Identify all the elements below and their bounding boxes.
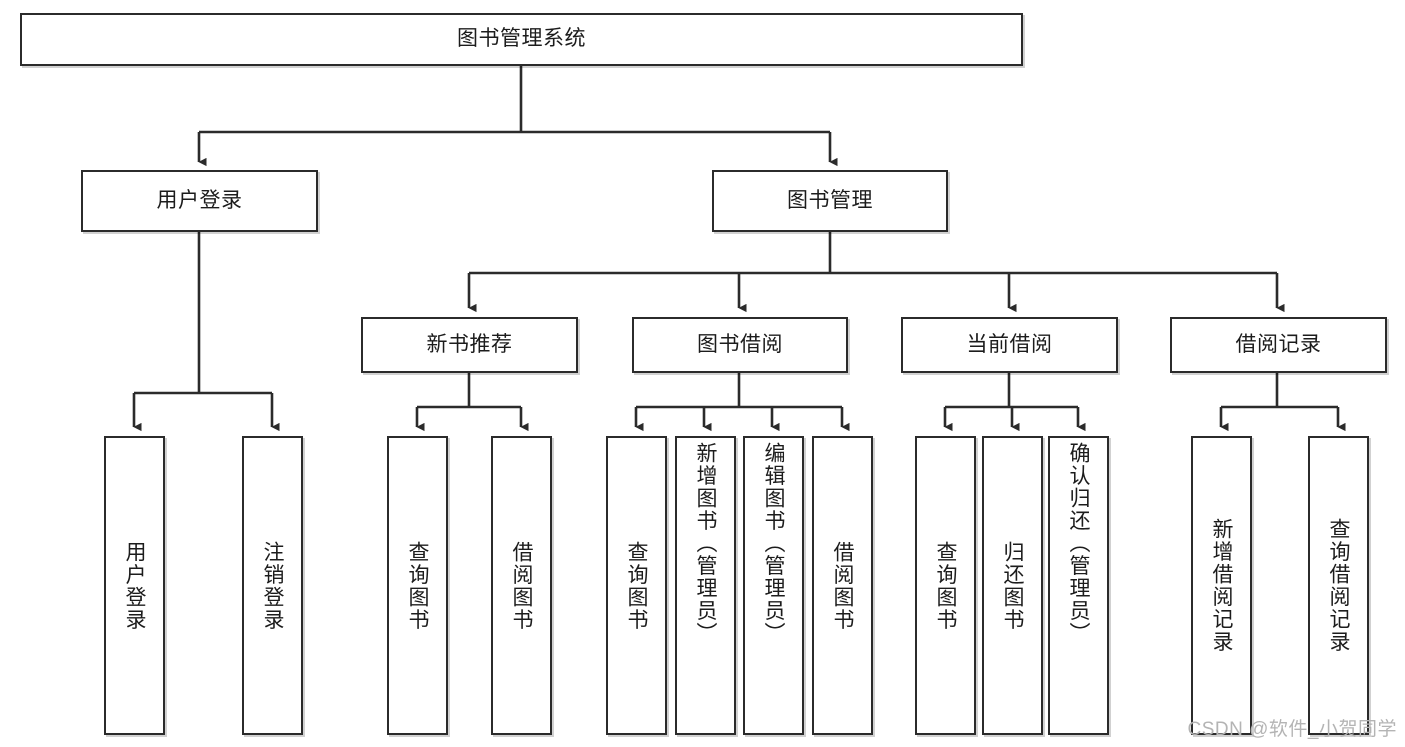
leaf-query-book-3[interactable]: 查询图书 [915,436,976,735]
leaf-add-borrow-record-label: 新增借阅记录 [1210,518,1233,653]
leaf-edit-book-admin[interactable]: 编辑图书（管理员） [743,436,804,735]
leaf-return-book[interactable]: 归还图书 [982,436,1043,735]
leaf-return-book-label: 归还图书 [1001,540,1024,631]
node-user-login[interactable]: 用户登录 [81,170,318,232]
leaf-borrow-book-1[interactable]: 借阅图书 [491,436,552,735]
node-borrow-record[interactable]: 借阅记录 [1170,317,1387,373]
leaf-confirm-return-admin-label: 确认归还（管理员） [1067,442,1090,645]
leaf-query-book-2[interactable]: 查询图书 [606,436,667,735]
leaf-edit-book-admin-label: 编辑图书（管理员） [762,442,785,645]
leaf-logout-login[interactable]: 注销登录 [242,436,303,735]
leaf-query-borrow-record[interactable]: 查询借阅记录 [1308,436,1369,735]
leaf-add-book-admin[interactable]: 新增图书（管理员） [675,436,736,735]
leaf-query-book-3-label: 查询图书 [934,540,957,631]
leaf-query-borrow-record-label: 查询借阅记录 [1327,518,1350,653]
leaf-confirm-return-admin[interactable]: 确认归还（管理员） [1048,436,1109,735]
leaf-query-book-1[interactable]: 查询图书 [387,436,448,735]
node-borrow-record-label: 借阅记录 [1235,332,1322,356]
node-user-login-label: 用户登录 [156,188,243,212]
node-book-borrow-label: 图书借阅 [697,332,783,356]
node-book-manage-label: 图书管理 [787,188,873,212]
node-current-borrow[interactable]: 当前借阅 [901,317,1118,373]
leaf-query-book-2-label: 查询图书 [625,540,648,631]
leaf-add-book-admin-label: 新增图书（管理员） [694,442,717,645]
node-new-book-recommend[interactable]: 新书推荐 [361,317,578,373]
leaf-borrow-book-2-label: 借阅图书 [831,540,854,631]
leaf-query-book-1-label: 查询图书 [406,540,429,631]
leaf-add-borrow-record[interactable]: 新增借阅记录 [1191,436,1252,735]
leaf-logout-login-label: 注销登录 [261,540,284,631]
leaf-borrow-book-2[interactable]: 借阅图书 [812,436,873,735]
node-book-borrow[interactable]: 图书借阅 [632,317,848,373]
leaf-user-login-label: 用户登录 [123,540,146,631]
leaf-user-login[interactable]: 用户登录 [104,436,165,735]
node-root-label: 图书管理系统 [457,27,586,51]
node-current-borrow-label: 当前借阅 [966,332,1053,356]
node-root[interactable]: 图书管理系统 [20,13,1023,66]
leaf-borrow-book-1-label: 借阅图书 [510,540,533,631]
node-book-manage[interactable]: 图书管理 [712,170,948,232]
node-new-book-recommend-label: 新书推荐 [426,332,513,356]
